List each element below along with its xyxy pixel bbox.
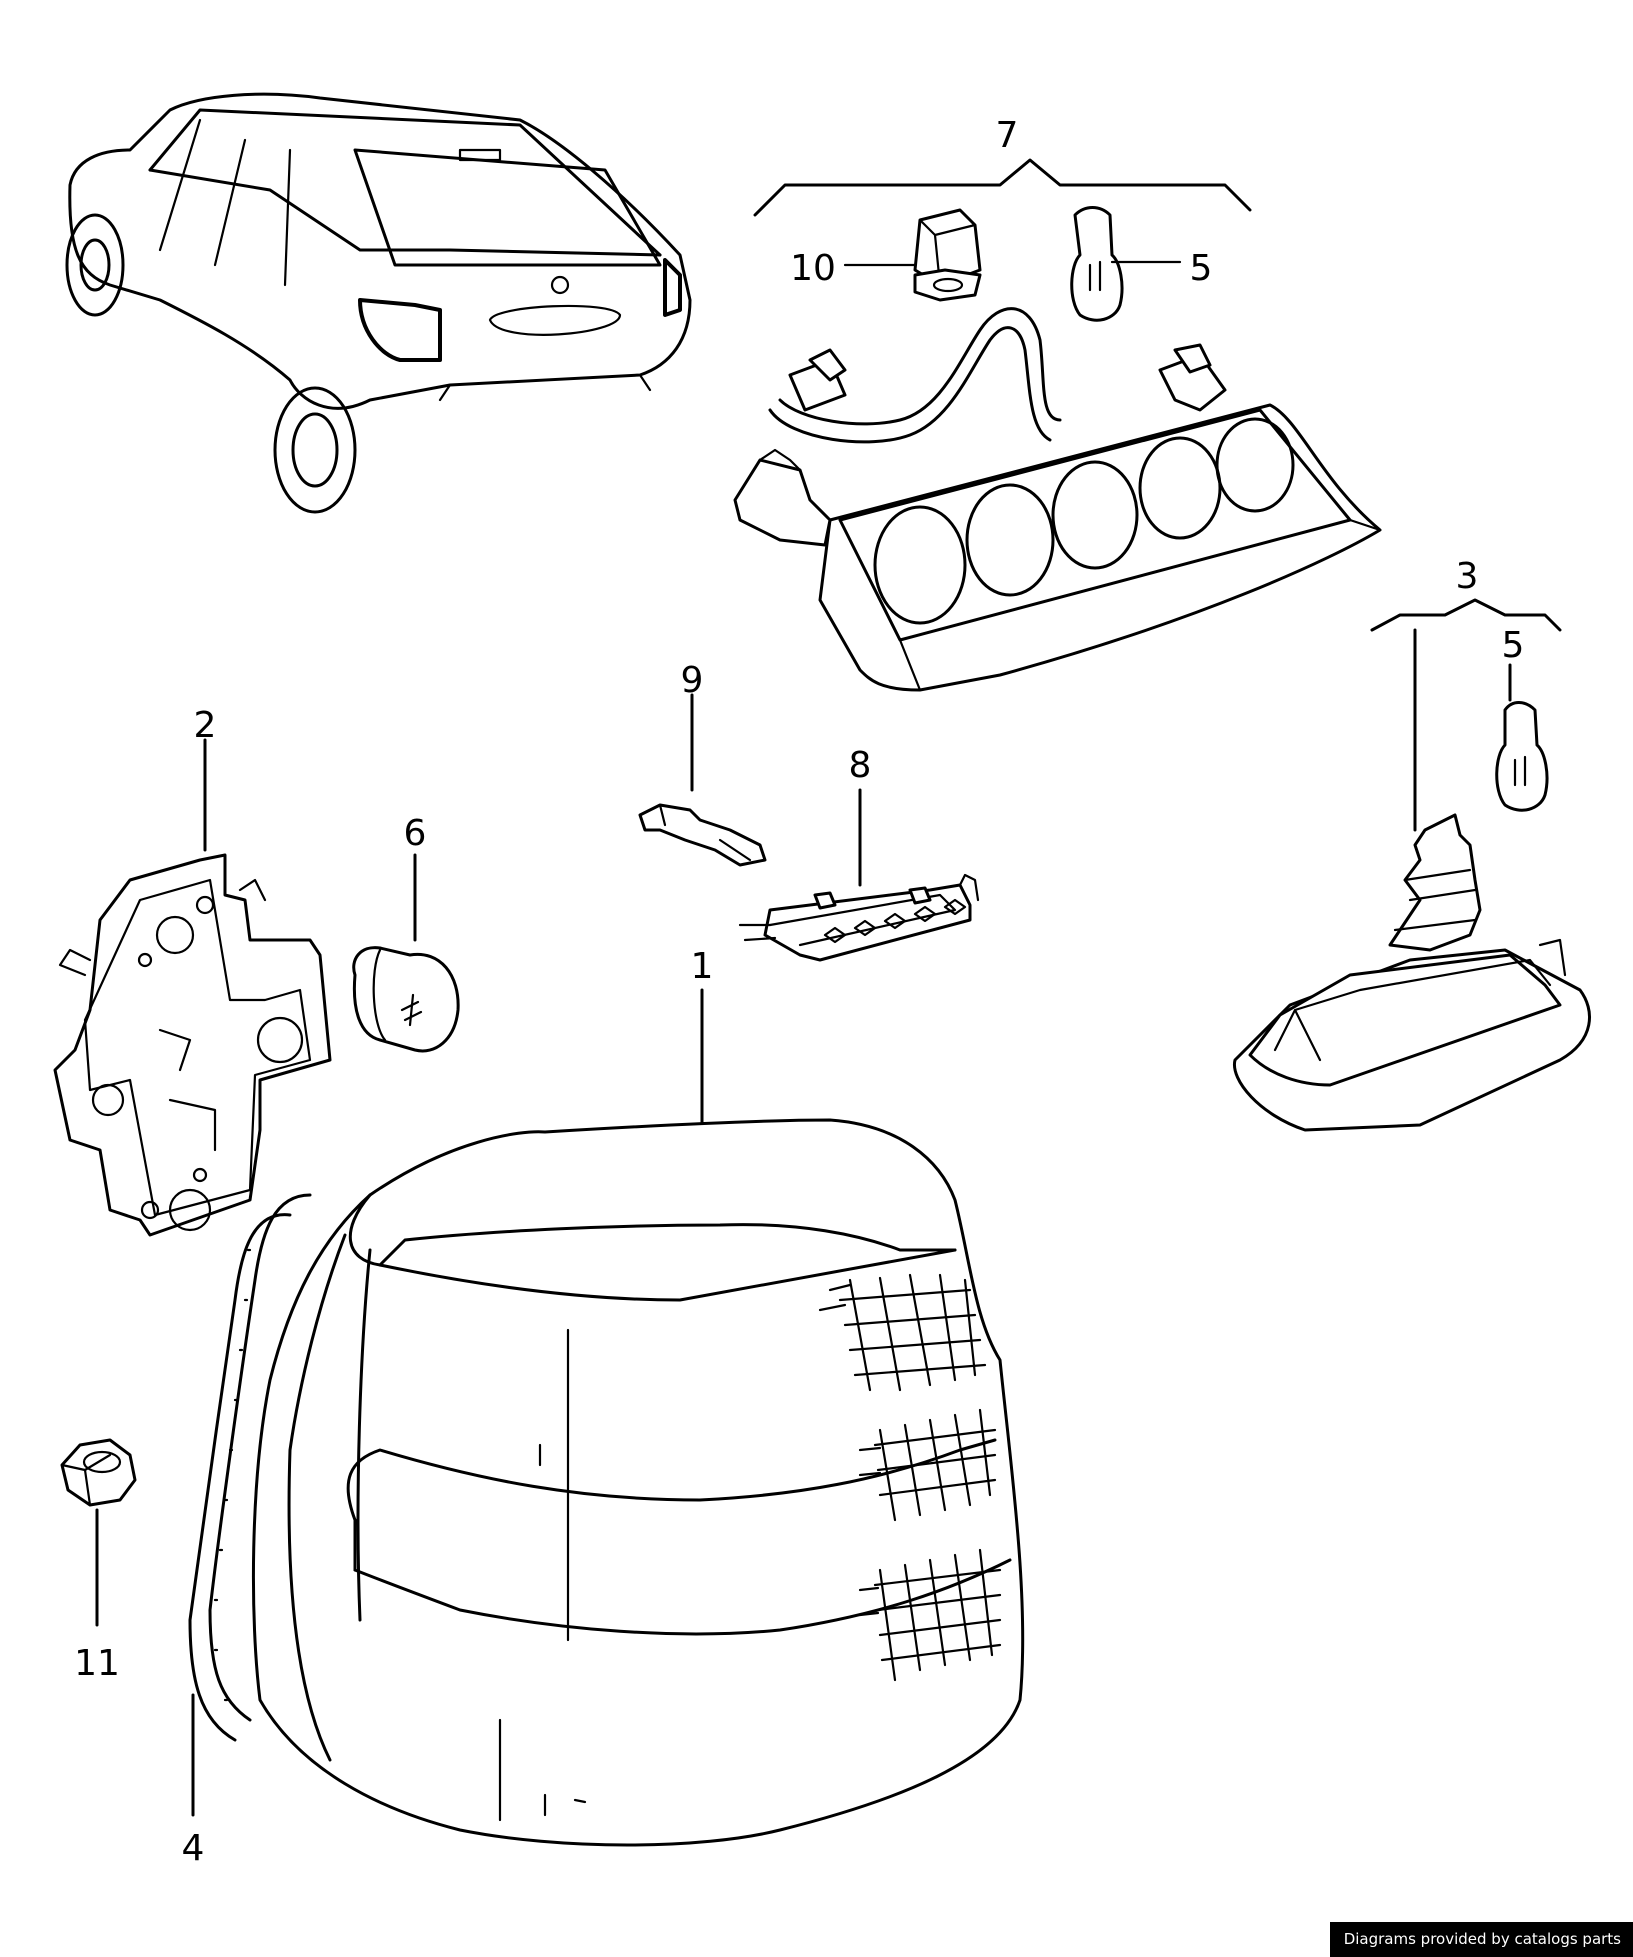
part-9-connector <box>638 693 767 867</box>
callout-3: 3 <box>1456 556 1479 597</box>
part-1-tail-light <box>251 988 1025 1847</box>
part-4-gasket <box>188 1193 312 1817</box>
callout-6: 6 <box>404 813 427 854</box>
watermark-label: Diagrams provided by catalogs parts <box>1329 1922 1633 1957</box>
part-6-bulb <box>352 853 460 1053</box>
callout-5-top: 5 <box>1190 248 1213 289</box>
part-7-brake-light-assembly <box>733 158 1382 692</box>
callout-labels: 7 10 5 3 5 9 2 8 6 1 11 4 <box>74 115 1524 1869</box>
part-8-circuit-strip <box>738 788 980 962</box>
callout-2: 2 <box>194 705 217 746</box>
part-5-bulb-right <box>1495 663 1549 812</box>
callout-4: 4 <box>182 1828 205 1869</box>
part-5-bulb-top <box>1070 206 1182 322</box>
part-10-socket <box>843 208 982 302</box>
part-11-nut <box>60 1438 137 1627</box>
part-3-side-marker-light <box>1232 598 1592 1132</box>
part-2-bulb-holder <box>53 738 332 1237</box>
callout-11: 11 <box>74 1643 120 1684</box>
car-illustration <box>65 92 692 514</box>
callout-1: 1 <box>691 946 714 987</box>
callout-8: 8 <box>849 745 872 786</box>
callout-9: 9 <box>681 660 704 701</box>
callout-5-right: 5 <box>1502 625 1525 666</box>
callout-7: 7 <box>996 115 1019 156</box>
callout-10: 10 <box>790 248 836 289</box>
